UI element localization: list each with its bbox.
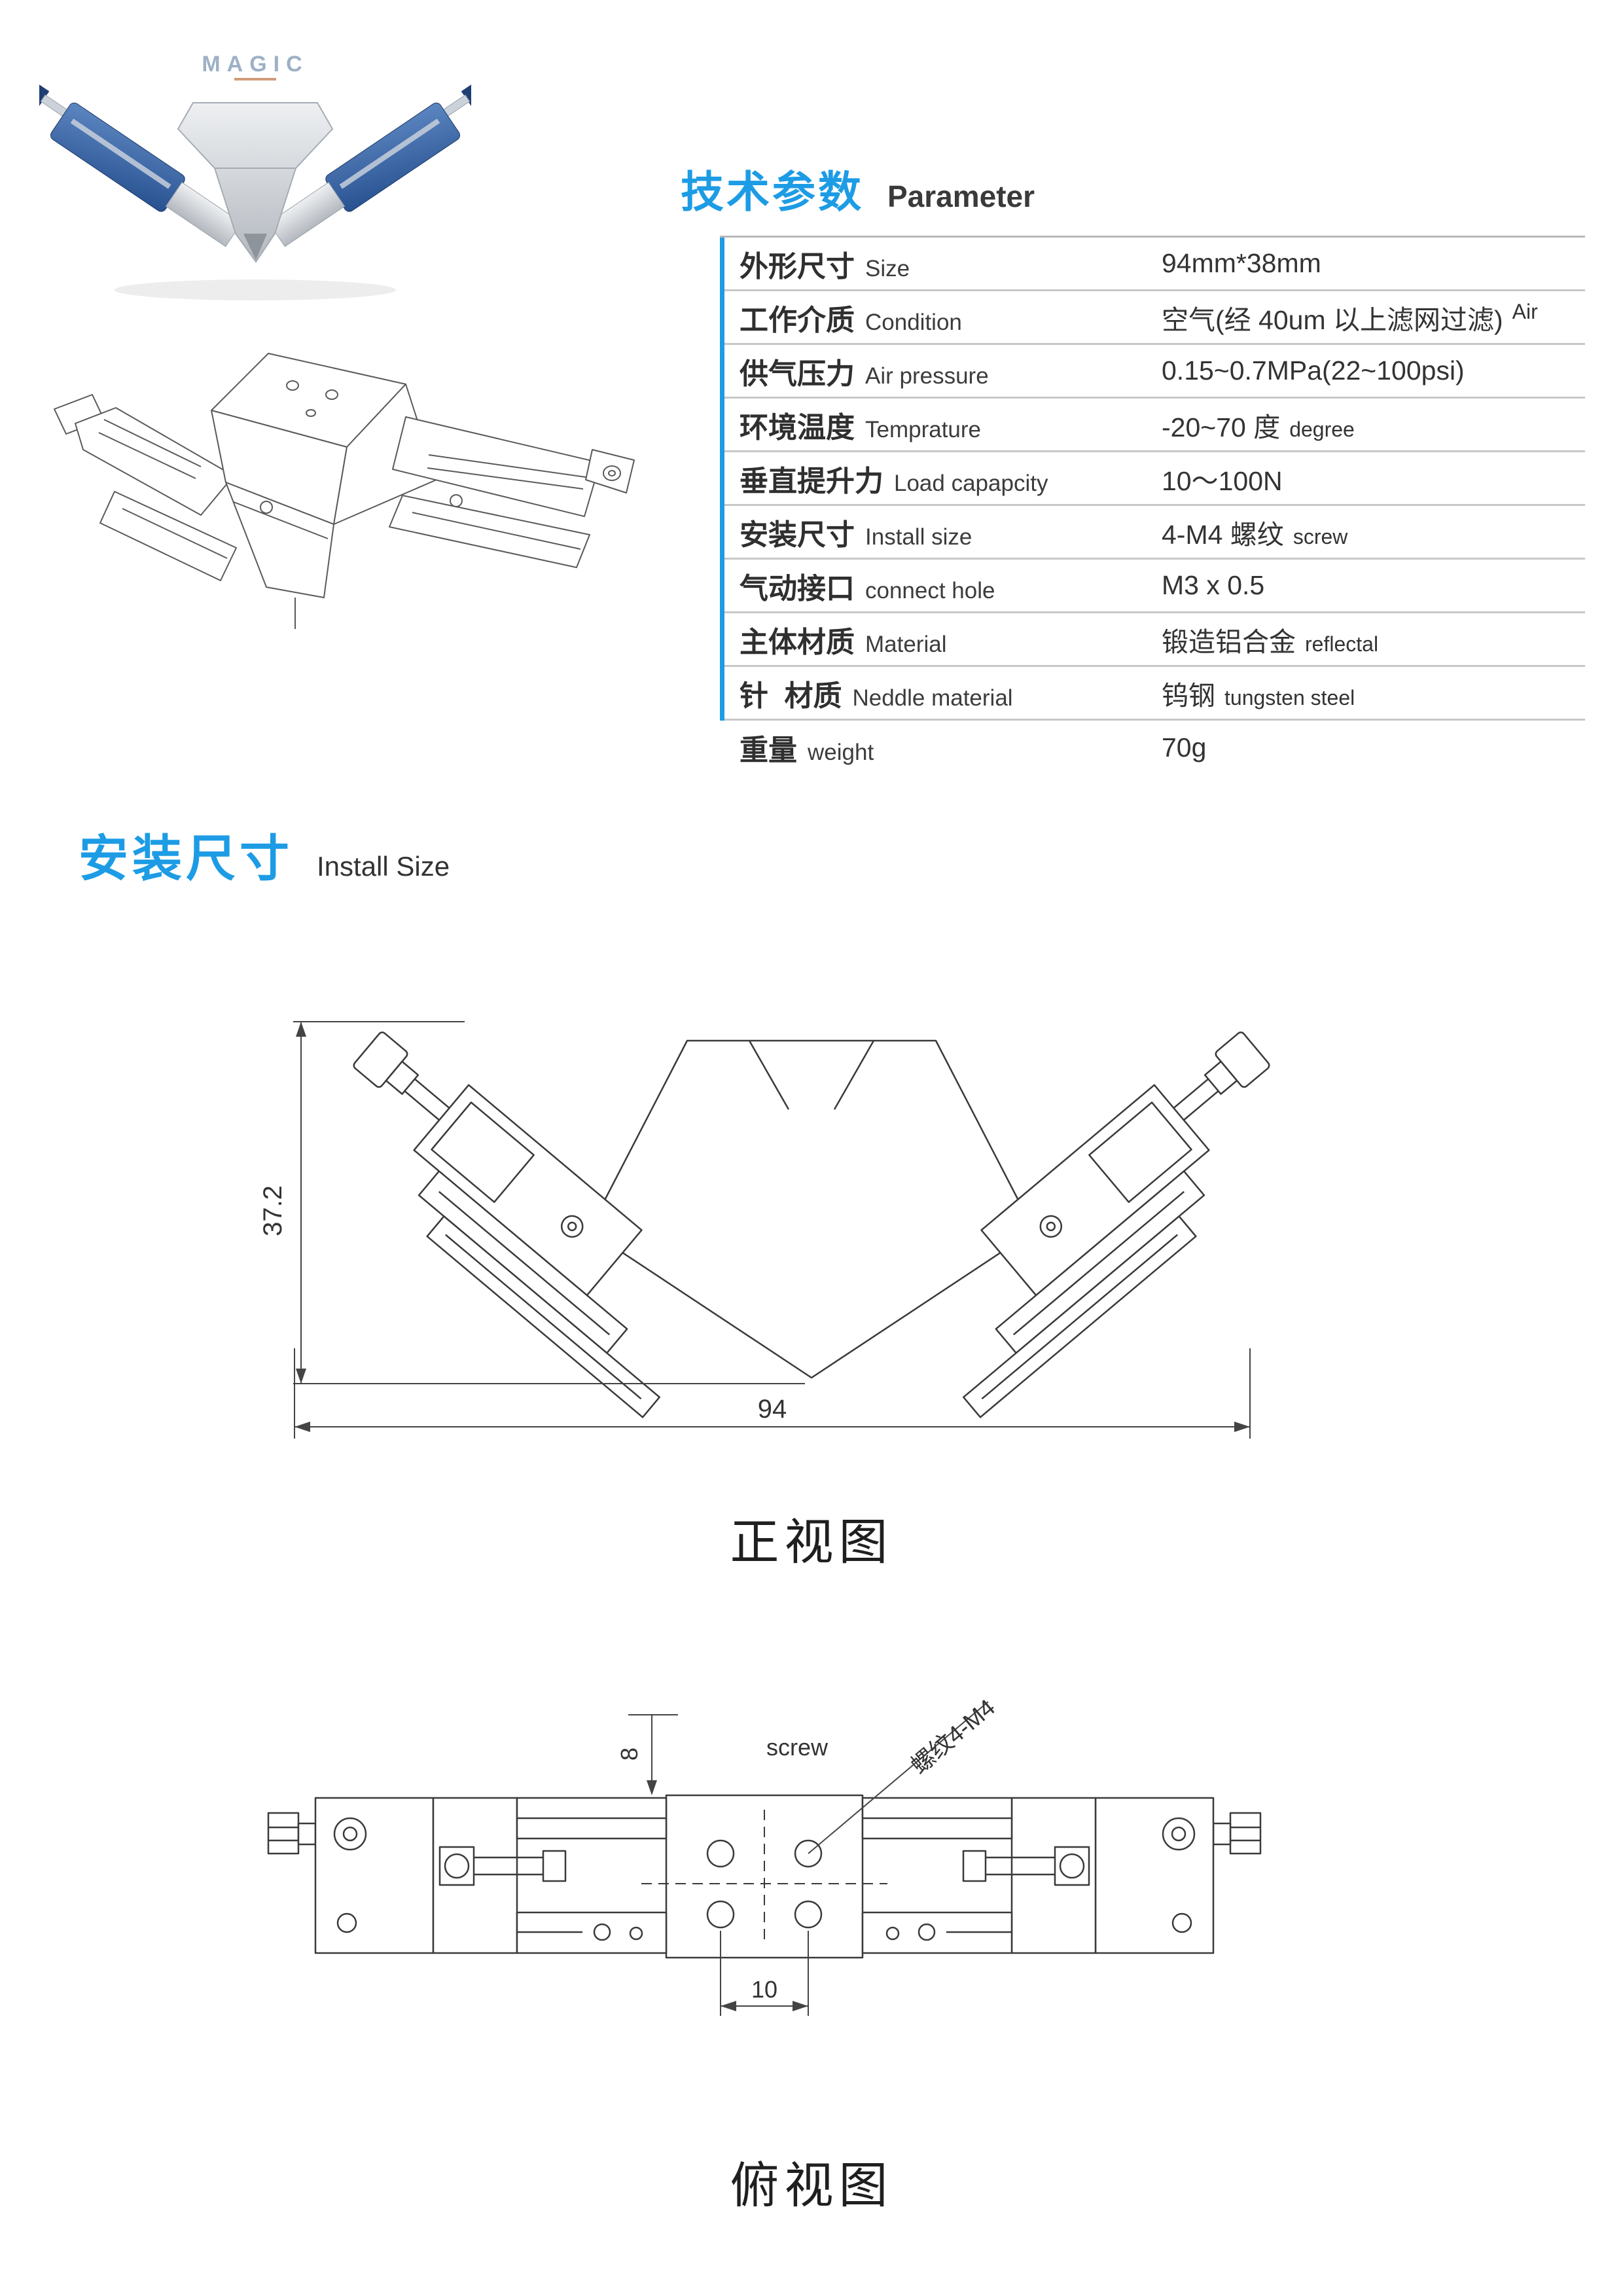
param-label-en: Condition (865, 309, 962, 335)
isometric-line-drawing-svg (54, 353, 635, 629)
thread-spec-label: 螺纹4-M4 (906, 1694, 1000, 1779)
param-row-weight: 重量 weight 70g (720, 721, 1585, 774)
parameters-title-en: Parameter (887, 179, 1035, 213)
parameters-heading: 技术参数 Parameter (681, 157, 1035, 220)
param-value: 4-M4 螺纹 (1162, 519, 1284, 550)
param-label-en: connect hole (865, 577, 995, 603)
front-left-arm (353, 1031, 661, 1418)
param-label-zh: 工作介质 (740, 304, 855, 336)
param-value: 空气(经 40um 以上滤网过滤) (1162, 304, 1503, 335)
front-right-arm (962, 1031, 1270, 1418)
top-view-svg: 8 10 screw 螺纹4-M4 (267, 1694, 1262, 2016)
front-view-drawing: 37.2 94 (262, 949, 1283, 1486)
param-label-en: Temprature (865, 416, 982, 442)
product-photo: MAGIC (39, 29, 471, 311)
param-label-zh: 主体材质 (740, 626, 855, 658)
param-row-material: 主体材质 Material 锻造铝合金 reflectal (720, 613, 1585, 667)
screw-label-en: screw (766, 1734, 829, 1761)
param-label-en: weight (808, 740, 874, 765)
param-label-en: Air pressure (865, 363, 989, 389)
isometric-line-drawing (36, 304, 671, 723)
table-accent-bar (720, 238, 724, 721)
param-label-en: Load capapcity (894, 470, 1048, 496)
param-label-en: Size (865, 255, 910, 281)
param-label-zh: 重量 (740, 734, 797, 766)
param-row-temperature: 环境温度 Temprature -20~70 度 degree (720, 399, 1585, 452)
param-row-install-size: 安装尺寸 Install size 4-M4 螺纹 screw (720, 506, 1585, 560)
brand-tagline-mark (234, 78, 276, 81)
top-view-caption: 俯视图 (730, 2158, 893, 2213)
param-label-zh: 环境温度 (740, 411, 855, 444)
param-row-load-capacity: 垂直提升力 Load capapcity 10～100N (720, 452, 1585, 506)
install-size-heading: 安装尺寸 Install Size (79, 818, 450, 890)
param-label-zh: 针 材质 (740, 679, 842, 712)
param-value-suffix: degree (1289, 417, 1355, 441)
param-value: 钨钢 (1162, 680, 1215, 711)
front-view-caption: 正视图 (730, 1515, 893, 1570)
product-photo-image: MAGIC (39, 52, 471, 300)
front-view-svg: 37.2 94 (262, 1021, 1270, 1439)
param-value: -20~70 度 (1162, 412, 1281, 442)
brand-logo-text: MAGIC (202, 52, 308, 77)
param-row-connect-hole: 气动接口 connect hole M3 x 0.5 (720, 560, 1585, 613)
param-label-en: Install size (865, 524, 972, 550)
param-value: 0.15~0.7MPa(22~100psi) (1162, 355, 1465, 386)
param-label-zh: 外形尺寸 (740, 250, 855, 283)
param-value: 10～100N (1162, 465, 1283, 496)
top-dim-10: 10 (751, 1976, 777, 2003)
top-right-unit (861, 1797, 1262, 1954)
param-value-suffix: Air (1512, 299, 1538, 323)
front-dimension-lines (293, 1021, 1251, 1439)
top-view-drawing: 8 10 screw 螺纹4-M4 (236, 1662, 1387, 2055)
param-value-suffix: tungsten steel (1224, 685, 1355, 709)
front-height-dimension: 37.2 (262, 1185, 287, 1236)
param-row-air-pressure: 供气压力 Air pressure 0.15~0.7MPa(22~100psi) (720, 345, 1585, 399)
param-value: 锻造铝合金 (1162, 626, 1296, 657)
parameters-table: 外形尺寸 Size 94mm*38mm 工作介质 Condition 空气(经 40… (720, 236, 1585, 774)
param-value: 70g (1162, 732, 1207, 762)
param-row-needle-material: 针 材质 Neddle material 钨钢 tungsten steel (720, 667, 1585, 721)
param-value: 94mm*38mm (1162, 248, 1321, 278)
param-label-zh: 供气压力 (740, 357, 855, 390)
right-clamp-arm (268, 79, 471, 247)
install-title-zh: 安装尺寸 (79, 831, 293, 887)
top-dim-8: 8 (616, 1748, 643, 1761)
gripper-body (177, 102, 334, 263)
param-row-condition: 工作介质 Condition 空气(经 40um 以上滤网过滤) Air (720, 291, 1585, 345)
param-row-size: 外形尺寸 Size 94mm*38mm (720, 238, 1585, 291)
param-value: M3 x 0.5 (1162, 570, 1265, 600)
param-label-zh: 气动接口 (740, 572, 855, 605)
param-label-en: Neddle material (852, 685, 1013, 711)
top-left-unit (267, 1797, 668, 1954)
parameters-title-zh: 技术参数 (681, 168, 864, 216)
param-label-zh: 安装尺寸 (740, 518, 855, 551)
front-width-dimension: 94 (758, 1395, 787, 1424)
install-title-en: Install Size (317, 851, 450, 882)
param-value-suffix: reflectal (1305, 632, 1379, 656)
param-label-zh: 垂直提升力 (740, 465, 883, 497)
left-clamp-arm (39, 79, 242, 247)
param-value-suffix: screw (1293, 524, 1348, 548)
param-label-en: Material (865, 631, 947, 657)
